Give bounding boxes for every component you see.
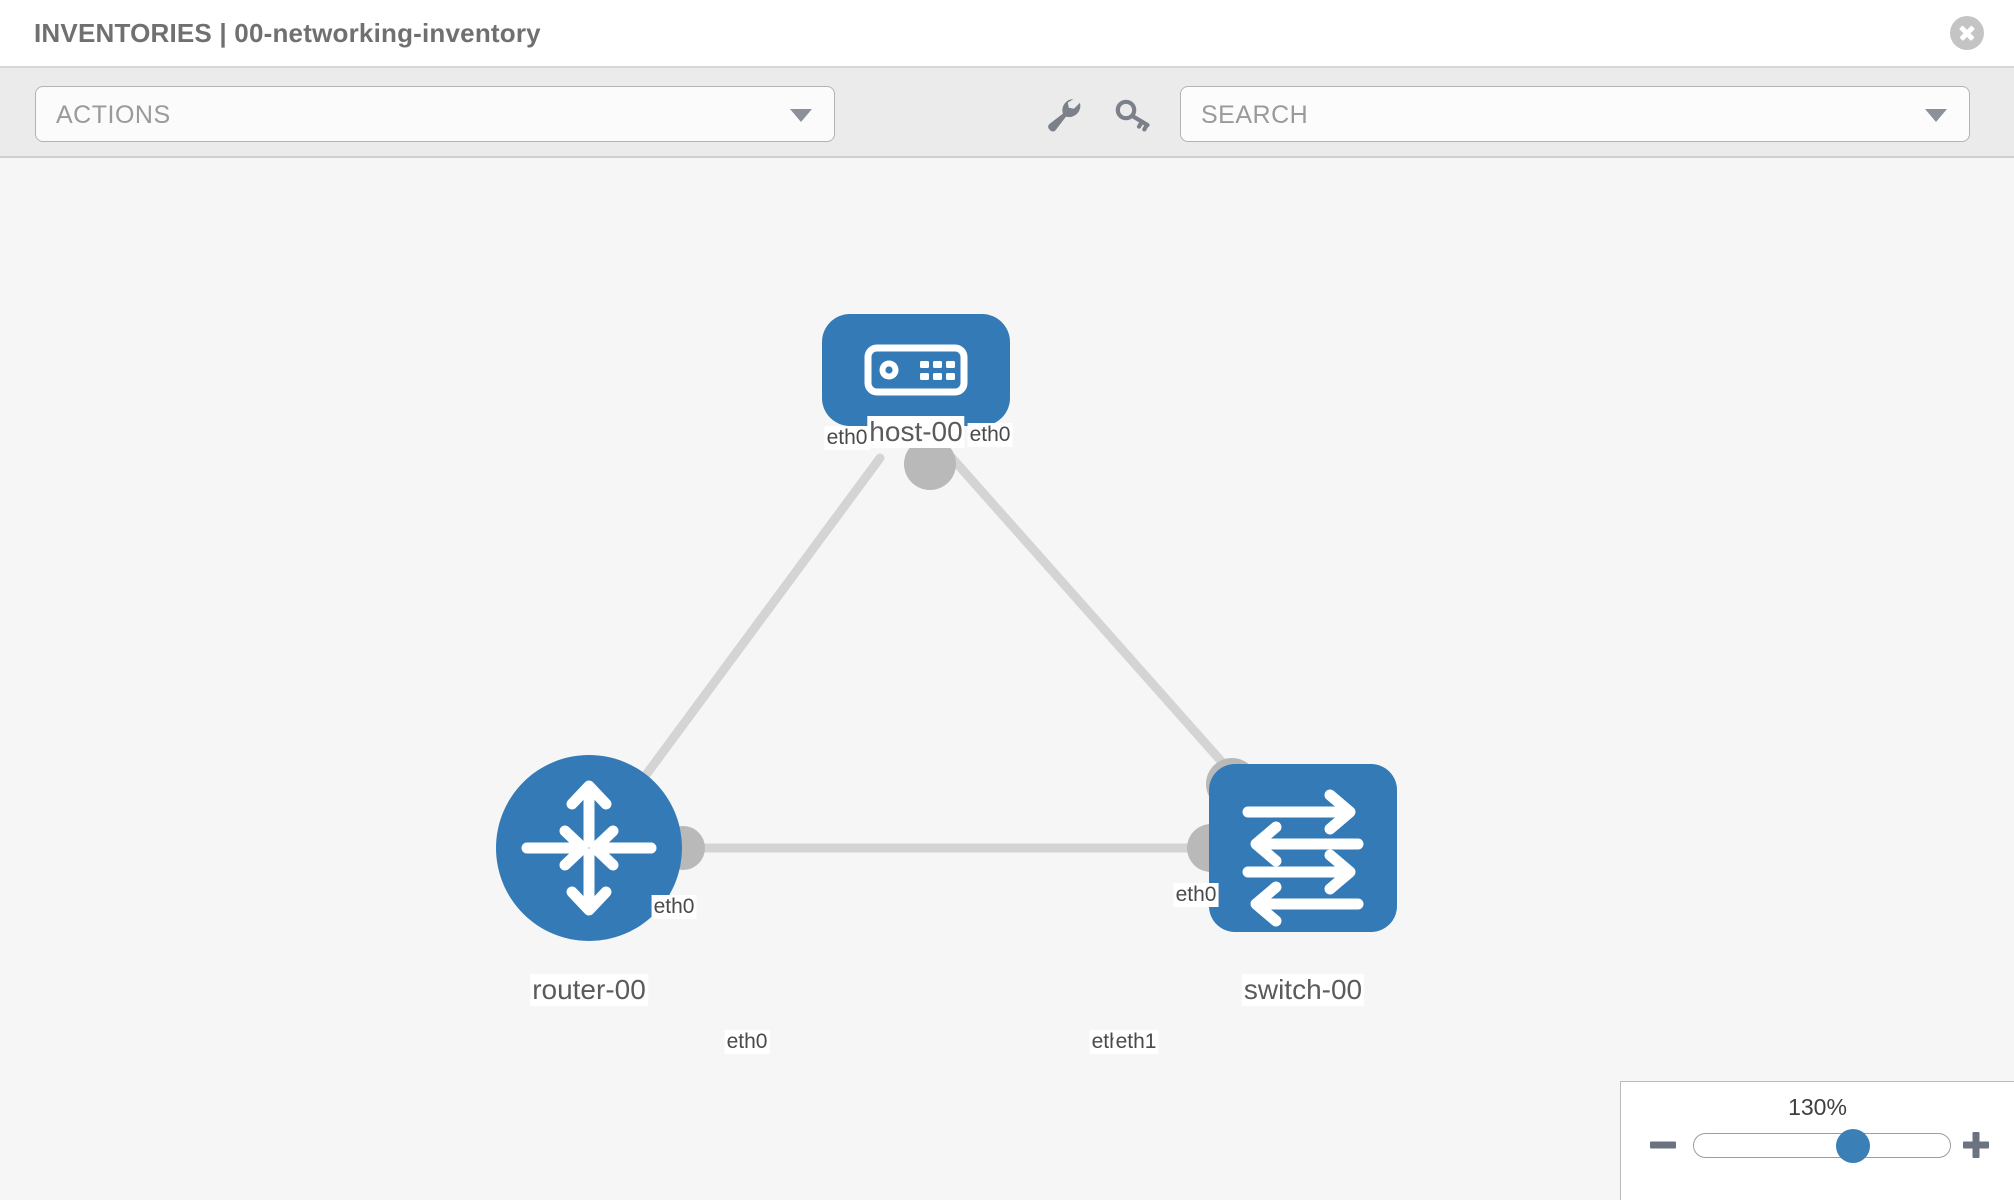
zoom-slider-thumb[interactable] xyxy=(1835,1128,1870,1163)
node-label-switch-00: switch-00 xyxy=(1241,974,1365,1006)
page-title: INVENTORIES | 00-networking-inventory xyxy=(34,18,541,48)
iface-label-router00-eth0-up: eth0 xyxy=(651,895,697,919)
actions-dropdown[interactable]: ACTIONS xyxy=(35,86,835,142)
close-icon[interactable] xyxy=(1950,16,1984,50)
zoom-in-button[interactable] xyxy=(1960,1129,1992,1161)
topology-links xyxy=(635,453,1250,853)
node-host-00 xyxy=(822,314,1010,426)
key-icon[interactable] xyxy=(1112,96,1154,134)
iface-label-router00-eth0-right: eth0 xyxy=(724,1030,770,1054)
iface-label-switch00-eth1: eth1 xyxy=(1113,1030,1159,1054)
node-switch-00 xyxy=(1209,764,1397,932)
zoom-control-panel: 130% xyxy=(1620,1081,2014,1200)
topology-graph xyxy=(496,314,1397,941)
toolbar: ACTIONS SEARCH xyxy=(0,68,2014,158)
topology-canvas[interactable]: host-00 router-00 switch-00 eth0 eth0 et… xyxy=(0,158,2014,1200)
link-host00-switch00 xyxy=(947,453,1250,793)
plus-icon-v xyxy=(1972,1132,1980,1158)
connector-host00-bottom xyxy=(904,438,956,490)
node-label-host-00: host-00 xyxy=(867,416,965,448)
server-icon-details xyxy=(879,360,955,380)
iface-label-host00-eth0-left: eth0 xyxy=(824,426,870,450)
search-input[interactable]: SEARCH xyxy=(1180,86,1970,142)
node-label-router-00: router-00 xyxy=(530,974,648,1006)
router-arrows-icon xyxy=(521,780,657,916)
minus-icon xyxy=(1650,1141,1676,1149)
wrench-icon[interactable] xyxy=(1043,96,1085,134)
link-host00-router00 xyxy=(635,453,885,788)
iface-label-switch00-eth0-up: eth0 xyxy=(1173,883,1219,907)
zoom-out-button[interactable] xyxy=(1647,1129,1679,1161)
chevron-down-icon xyxy=(790,109,812,122)
search-input-placeholder: SEARCH xyxy=(1201,101,1309,129)
node-router-00 xyxy=(496,755,682,941)
page-header: INVENTORIES | 00-networking-inventory xyxy=(0,0,2014,68)
actions-dropdown-label: ACTIONS xyxy=(56,101,171,129)
chevron-down-icon[interactable] xyxy=(1925,109,1947,122)
server-icon xyxy=(864,344,968,396)
zoom-level-label: 130% xyxy=(1788,1094,1847,1120)
topology-connectors xyxy=(661,438,1258,872)
switch-arrows-icon xyxy=(1242,789,1364,927)
iface-label-host00-eth0-right: eth0 xyxy=(967,423,1013,447)
zoom-slider[interactable] xyxy=(1693,1128,1951,1163)
